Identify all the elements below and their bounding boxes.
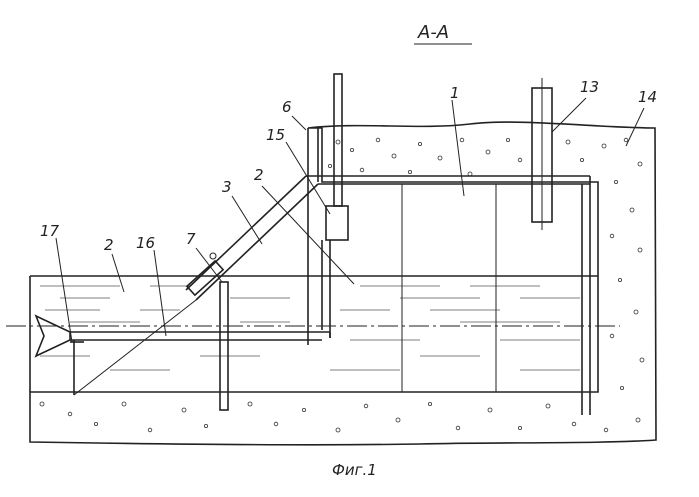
vertical-post-7 — [219, 281, 229, 411]
label-17: 17 — [40, 222, 60, 240]
label-1: 1 — [450, 84, 460, 102]
soil-mass — [29, 121, 657, 446]
section-title: А-А — [417, 22, 449, 43]
label-14: 14 — [638, 88, 657, 106]
label-2-left: 2 — [104, 236, 114, 254]
leader-lines — [55, 97, 645, 343]
label-16: 16 — [136, 234, 155, 252]
label-7: 7 — [186, 230, 196, 248]
soil-texture — [39, 137, 645, 433]
label-3: 3 — [222, 178, 232, 196]
label-6: 6 — [282, 98, 292, 116]
water-hatching — [40, 285, 580, 371]
valve-7 — [185, 259, 225, 297]
figure-caption: Фиг.1 — [332, 461, 377, 479]
intake-head — [34, 314, 71, 358]
label-15: 15 — [266, 126, 285, 144]
inclined-conduit-top — [185, 175, 307, 291]
label-2-top: 2 — [254, 166, 264, 184]
inclined-conduit-bottom — [195, 183, 319, 301]
label-13: 13 — [580, 78, 599, 96]
inclined-guide — [73, 299, 197, 396]
device-15 — [325, 205, 349, 241]
valve-7-handle — [209, 252, 217, 260]
